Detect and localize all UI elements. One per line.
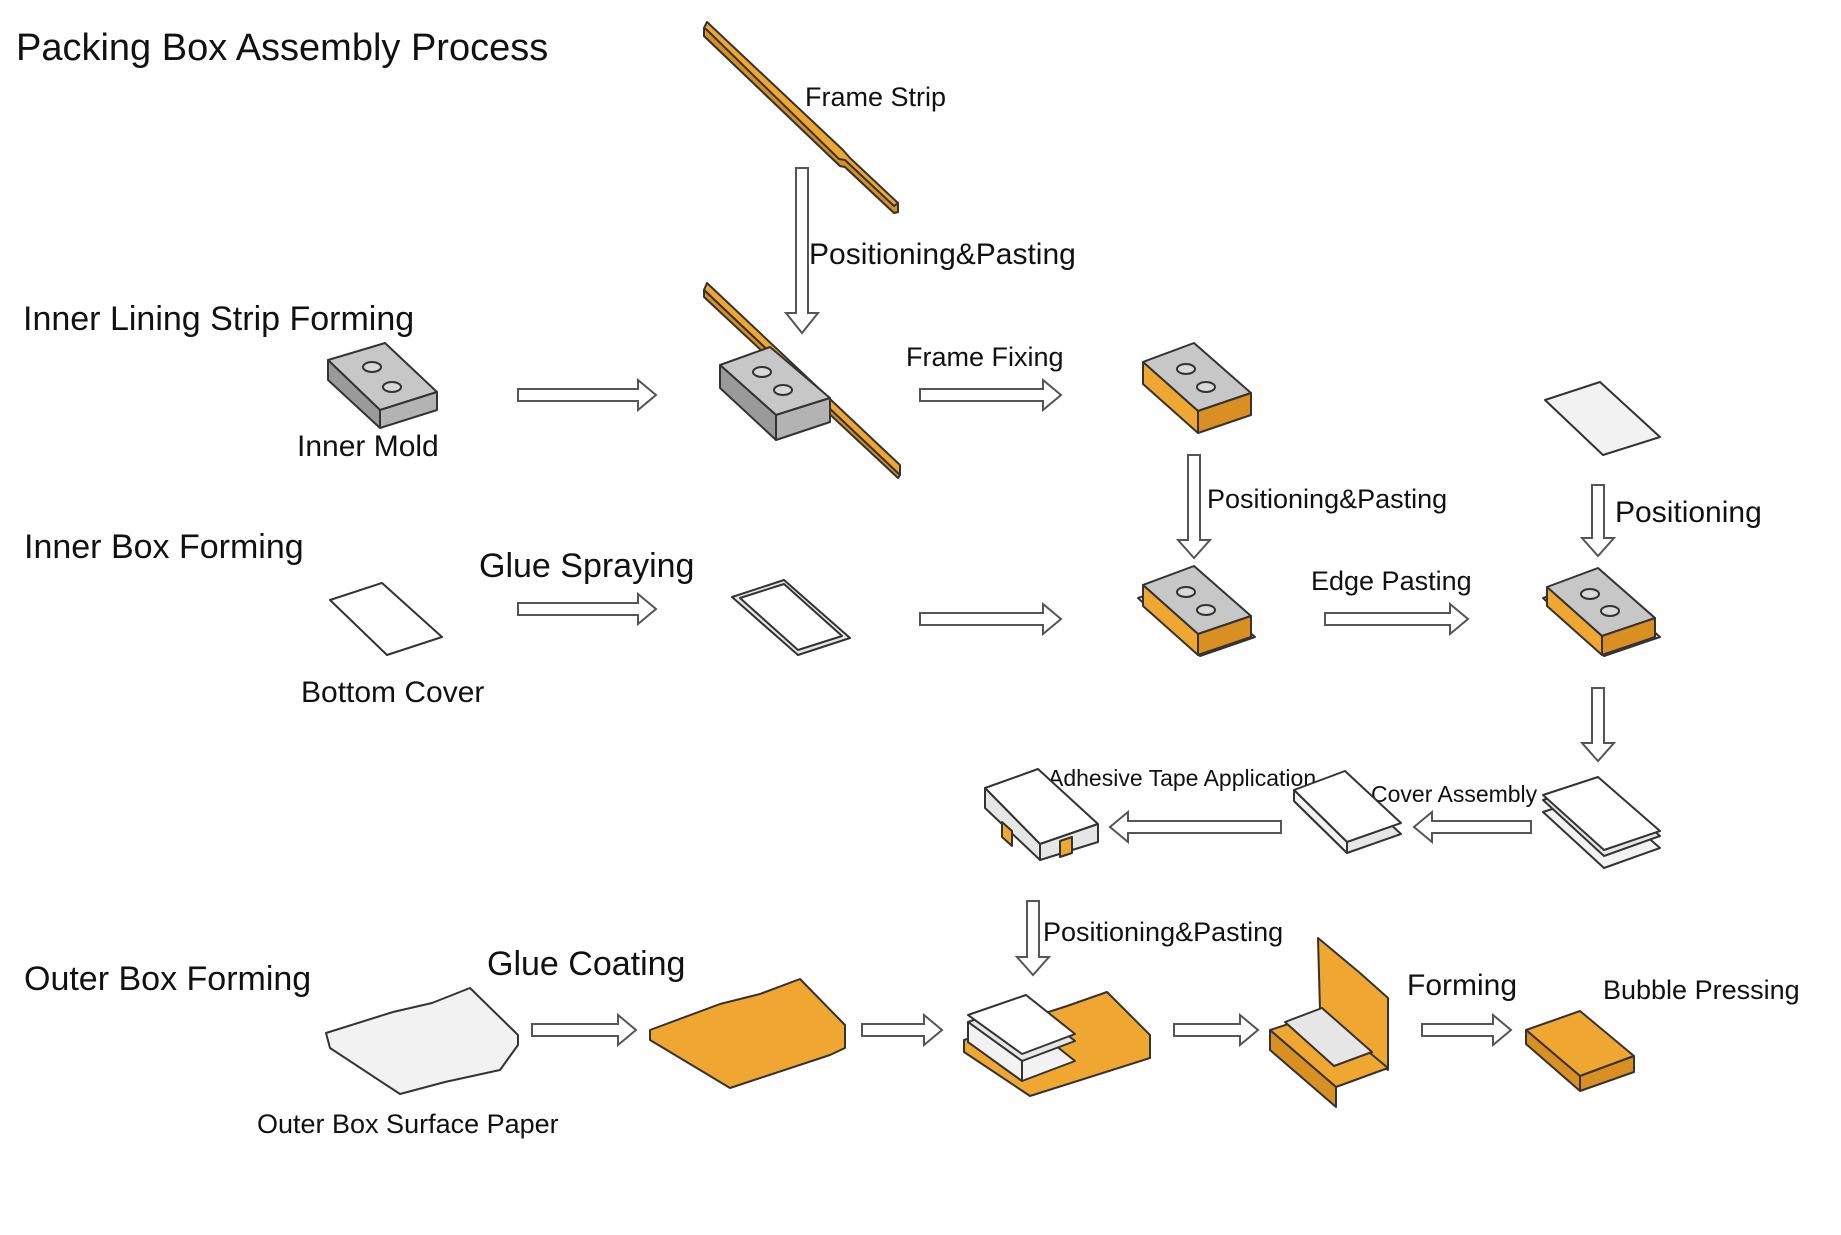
down-arrow-2 — [1175, 454, 1213, 560]
label-inner-mold: Inner Mold — [297, 430, 439, 463]
lid-sheet-illustration — [1544, 381, 1661, 456]
label-frame-fixing: Frame Fixing — [906, 342, 1064, 372]
inner-box-assembly-illustration — [1137, 565, 1256, 657]
label-frame-strip: Frame Strip — [805, 82, 946, 112]
right-arrow-2 — [919, 377, 1063, 413]
finished-box-illustration — [1525, 1010, 1635, 1092]
right-arrow-4 — [919, 601, 1063, 637]
section-outer-box: Outer Box Forming — [24, 960, 311, 998]
label-edge-pasting: Edge Pasting — [1311, 566, 1472, 596]
label-forming: Forming — [1407, 969, 1517, 1002]
diagram-title: Packing Box Assembly Process — [16, 27, 548, 69]
label-outer-box-surface-paper: Outer Box Surface Paper — [257, 1109, 559, 1139]
label-glue-spraying: Glue Spraying — [479, 547, 694, 585]
left-arrow-2 — [1108, 809, 1282, 845]
forming-box-illustration — [1269, 937, 1389, 1108]
right-arrow-8 — [1173, 1012, 1260, 1048]
left-arrow-1 — [1412, 809, 1532, 845]
label-positioning: Positioning — [1615, 496, 1762, 529]
cover-assembly-box-illustration — [1293, 770, 1402, 854]
label-bottom-cover: Bottom Cover — [301, 676, 484, 709]
box-on-paper-illustration — [963, 991, 1151, 1097]
edge-pasted-box-illustration — [1542, 567, 1661, 657]
label-positioning-pasting-2: Positioning&Pasting — [1207, 484, 1447, 514]
down-arrow-3 — [1579, 484, 1617, 558]
label-positioning-pasting-3: Positioning&Pasting — [1043, 917, 1283, 947]
label-positioning-pasting-1: Positioning&Pasting — [809, 238, 1076, 271]
glue-coated-paper-illustration — [649, 978, 846, 1089]
right-arrow-9 — [1421, 1012, 1513, 1048]
right-arrow-5 — [1324, 601, 1470, 637]
label-cover-assembly: Cover Assembly — [1371, 781, 1538, 807]
mold-with-strip-illustration — [703, 282, 901, 479]
section-inner-lining: Inner Lining Strip Forming — [23, 300, 414, 338]
label-bubble-pressing: Bubble Pressing — [1603, 975, 1800, 1005]
right-arrow-6 — [531, 1012, 638, 1048]
label-adhesive-tape: Adhesive Tape Application — [1048, 765, 1316, 791]
down-arrow-1 — [783, 167, 821, 335]
section-inner-box: Inner Box Forming — [24, 528, 304, 566]
down-arrow-5 — [1014, 900, 1052, 977]
right-arrow-7 — [861, 1012, 944, 1048]
inner-mold-illustration — [327, 342, 438, 429]
down-arrow-4 — [1579, 687, 1617, 763]
sprayed-tray-illustration — [731, 579, 851, 656]
frame-strip-illustration — [703, 21, 899, 214]
outer-paper-illustration — [325, 987, 519, 1095]
bottom-cover-illustration — [329, 582, 443, 656]
framed-mold-illustration — [1142, 342, 1252, 434]
label-glue-coating: Glue Coating — [487, 945, 685, 983]
covered-box-illustration — [1542, 776, 1661, 869]
taped-box-illustration — [984, 768, 1099, 861]
right-arrow-3 — [517, 591, 658, 627]
right-arrow-1 — [517, 377, 658, 413]
